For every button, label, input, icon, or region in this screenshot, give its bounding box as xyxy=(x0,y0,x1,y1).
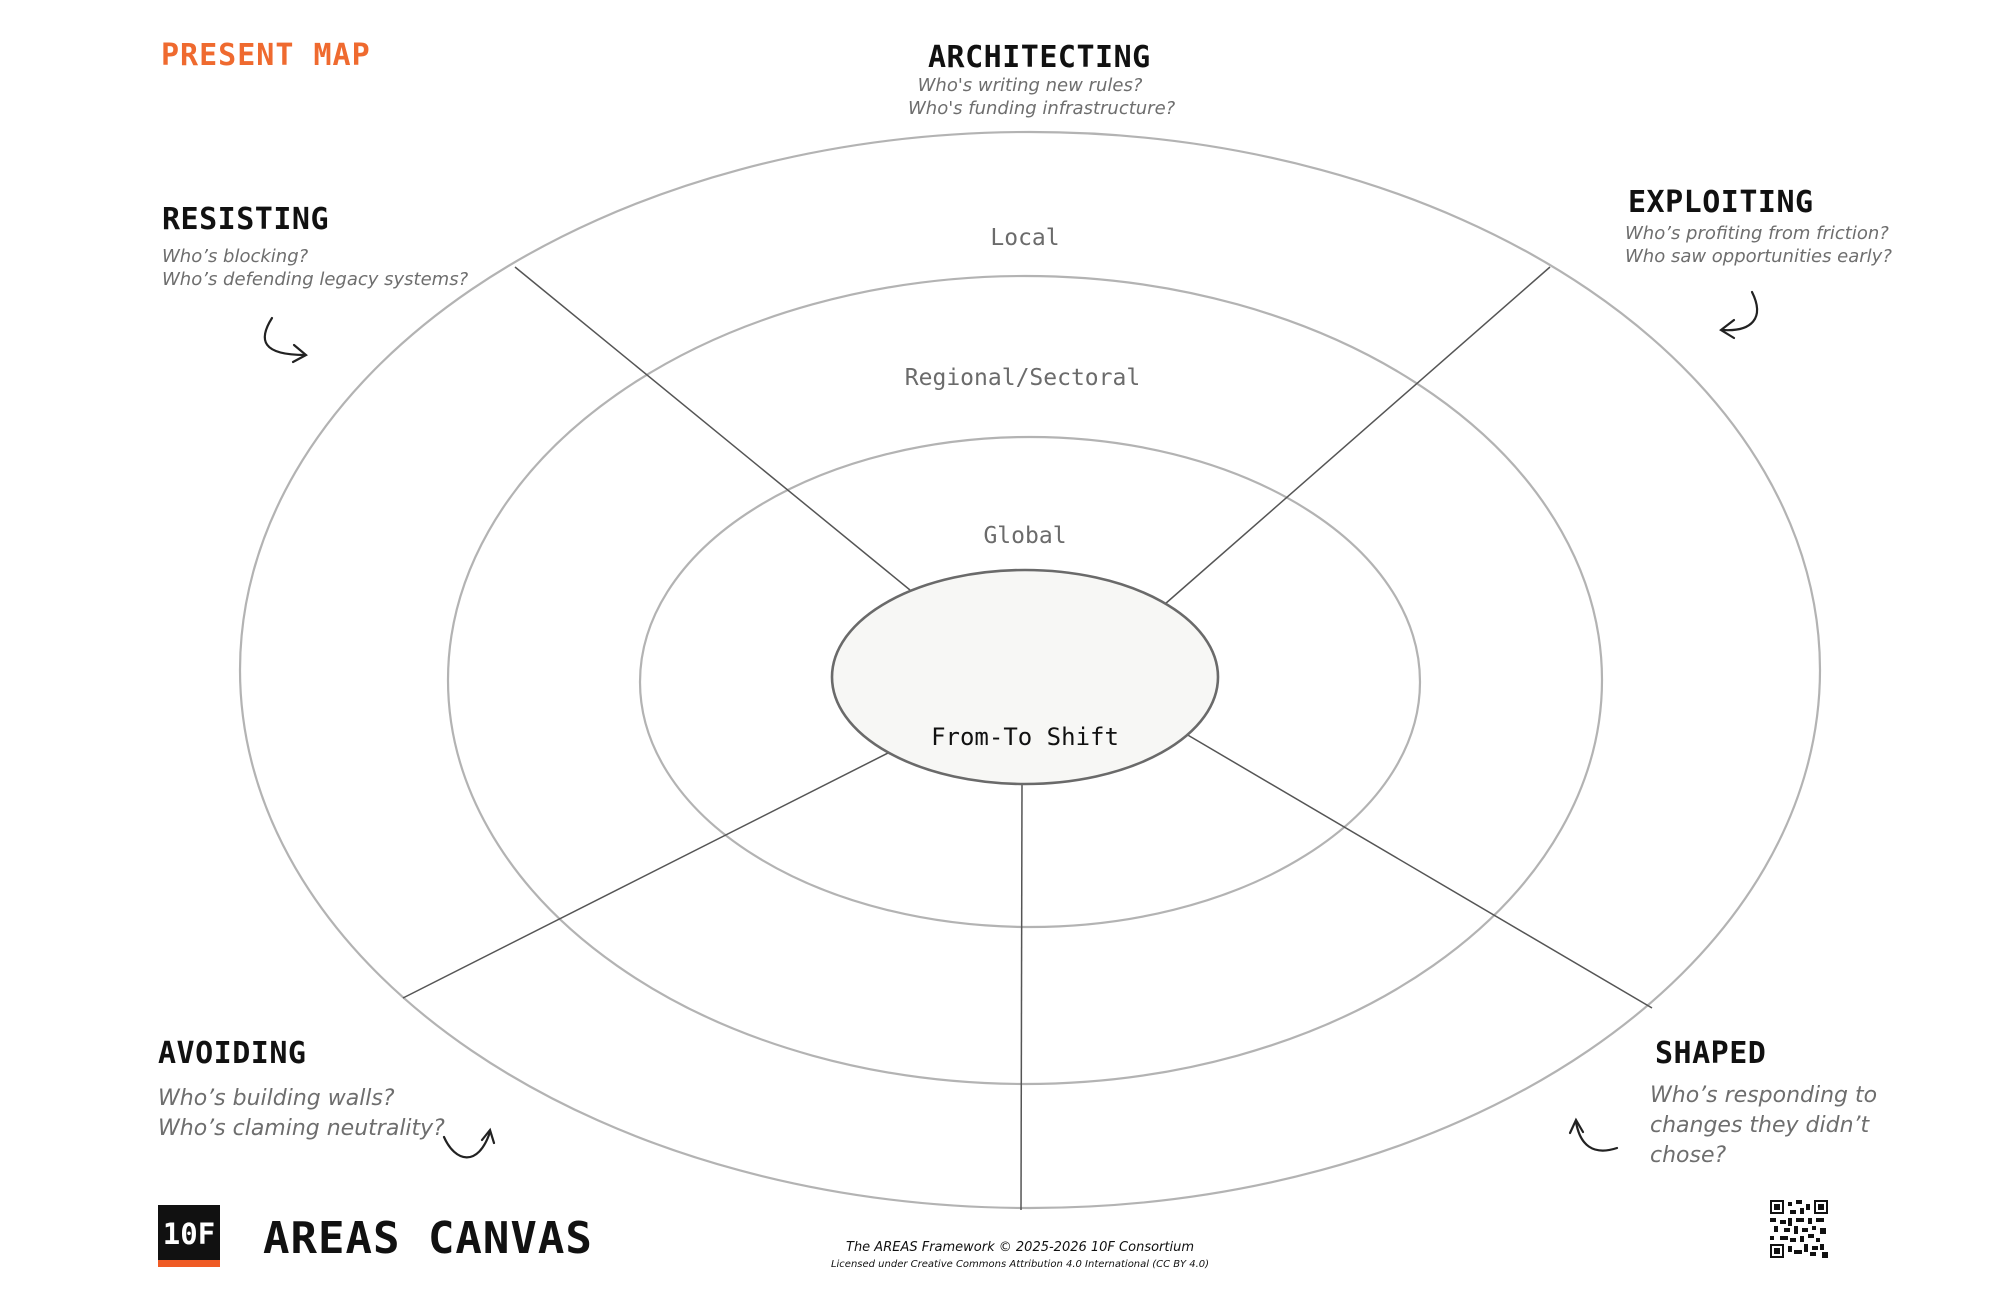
ring-regional xyxy=(446,274,1604,1086)
spoke-shaped xyxy=(1185,733,1653,1009)
spoke-avoiding xyxy=(402,750,893,999)
curved-arrow-icon xyxy=(1568,1117,1619,1152)
question-line: changes they didn’t xyxy=(1650,1113,1870,1138)
question-line: Who saw opportunities early? xyxy=(1625,246,1892,267)
question-line: Who's writing new rules? xyxy=(917,75,1143,96)
footer-copyright: The AREAS Framework © 2025-2026 10F Cons… xyxy=(846,1240,1194,1255)
spoke-resisting xyxy=(514,266,911,591)
question-line: Who’s profiting from friction? xyxy=(1625,223,1889,244)
curved-arrow-icon xyxy=(263,316,308,364)
question-line: chose? xyxy=(1650,1143,1727,1168)
sector-questions-avoiding: Who’s building walls? Who’s claming neut… xyxy=(158,1084,445,1144)
brand-logo: 10F xyxy=(158,1205,220,1267)
center-shift-ellipse xyxy=(830,568,1220,786)
map-type-label: PRESENT MAP xyxy=(161,38,371,73)
ring-label-local: Local xyxy=(990,225,1060,251)
sector-questions-resisting: Who’s blocking? Who’s defending legacy s… xyxy=(162,245,468,291)
curved-arrow-icon xyxy=(442,1127,496,1159)
ring-label-global: Global xyxy=(983,523,1067,549)
footer-license: Licensed under Creative Commons Attribut… xyxy=(830,1259,1210,1270)
ring-local xyxy=(238,130,1822,1210)
canvas-title: AREAS CANVAS xyxy=(263,1213,593,1264)
sector-questions-shaped: Who’s responding to changes they didn’t … xyxy=(1650,1081,1877,1171)
brand-logo-accent-bar xyxy=(158,1260,220,1267)
sector-questions-architecting: Who's writing new rules? Who's funding i… xyxy=(908,74,1176,120)
qr-code-icon xyxy=(1770,1200,1828,1258)
question-line: Who’s responding to xyxy=(1650,1083,1878,1108)
ring-global xyxy=(638,435,1422,929)
sector-questions-exploiting: Who’s profiting from friction? Who saw o… xyxy=(1625,222,1892,268)
brand-logo-text: 10F xyxy=(162,1217,216,1251)
question-line: Who’s claming neutrality? xyxy=(158,1116,445,1141)
spoke-exploiting xyxy=(1164,266,1551,605)
sector-title-architecting: ARCHITECTING xyxy=(928,40,1151,75)
sector-title-avoiding: AVOIDING xyxy=(158,1036,307,1071)
sector-title-shaped: SHAPED xyxy=(1655,1036,1767,1071)
curved-arrow-icon xyxy=(1719,290,1759,340)
question-line: Who's funding infrastructure? xyxy=(908,98,1176,119)
question-line: Who’s building walls? xyxy=(158,1086,395,1111)
sector-title-resisting: RESISTING xyxy=(162,202,330,237)
question-line: Who’s blocking? xyxy=(162,246,309,267)
sector-title-exploiting: EXPLOITING xyxy=(1628,185,1814,220)
ring-label-regional: Regional/Sectoral xyxy=(904,365,1141,391)
center-shift-label: From-To Shift xyxy=(931,723,1119,751)
question-line: Who’s defending legacy systems? xyxy=(162,269,469,290)
spoke-center-down xyxy=(1020,781,1023,1211)
